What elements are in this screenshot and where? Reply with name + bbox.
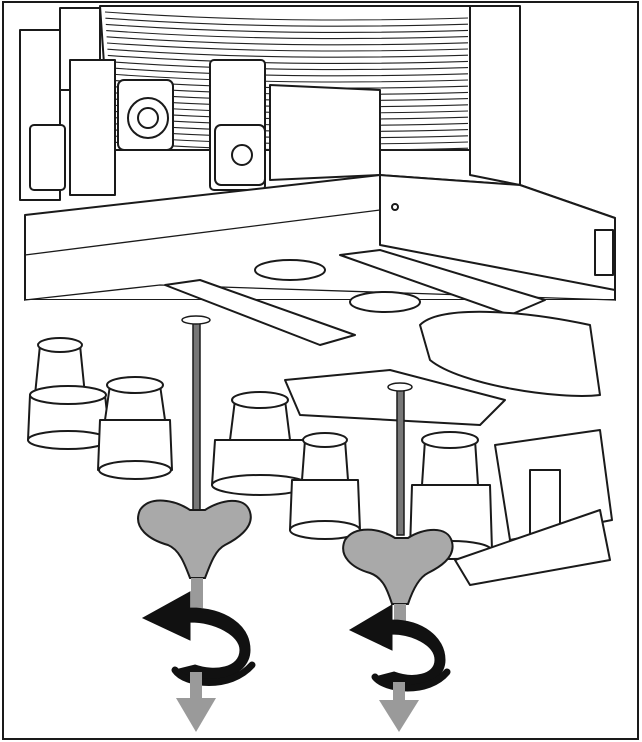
fin-line bbox=[106, 42, 469, 52]
tool-handle bbox=[342, 528, 454, 605]
fin-line bbox=[107, 48, 469, 58]
fin-line bbox=[108, 73, 469, 83]
left-upper-components bbox=[19, 29, 381, 201]
heat-exchanger-fins bbox=[59, 5, 521, 186]
fin-line bbox=[106, 36, 469, 46]
fin-line bbox=[106, 30, 469, 40]
fin-line bbox=[104, 11, 469, 21]
fin-line bbox=[108, 61, 469, 71]
boiler-chassis bbox=[24, 174, 616, 440]
rotate-counterclockwise-arrow-left bbox=[141, 591, 256, 686]
fin-line bbox=[105, 23, 469, 33]
tool-handle bbox=[137, 499, 252, 579]
fin-line bbox=[108, 67, 469, 77]
pull-down-arrow-left bbox=[176, 672, 216, 732]
t-handle-hex-key-left bbox=[137, 315, 252, 608]
pull-down-arrow-right bbox=[379, 682, 419, 732]
fin-line bbox=[107, 54, 469, 64]
fin-line bbox=[105, 17, 469, 27]
